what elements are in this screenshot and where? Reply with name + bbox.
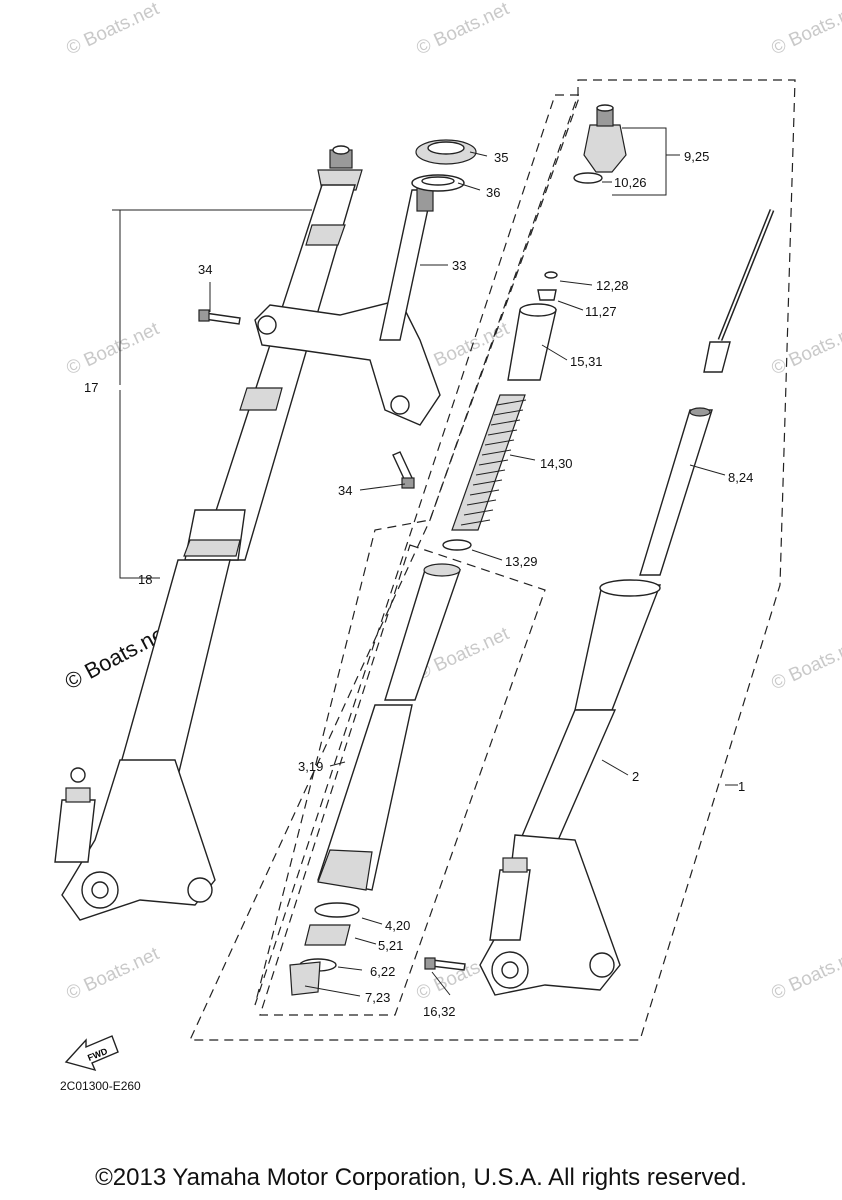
inner-tube-upper bbox=[574, 584, 662, 711]
watermark: © Boats.net bbox=[63, 0, 163, 60]
watermark: © Boats.net bbox=[768, 633, 842, 694]
copyright-notice: ©2013 Yamaha Motor Corporation, U.S.A. A… bbox=[95, 1164, 747, 1191]
part-labels: 1 2 3,19 4,20 5,21 6,22 7,23 8,24 9,25 1… bbox=[84, 149, 753, 1019]
callout-36: 36 bbox=[486, 185, 500, 200]
callout-8-24: 8,24 bbox=[728, 470, 753, 485]
callout-1: 1 bbox=[738, 779, 745, 794]
callout-9-25: 9,25 bbox=[684, 149, 709, 164]
outer-tube-parts bbox=[289, 563, 461, 996]
callout-12-28: 12,28 bbox=[596, 278, 629, 293]
callout-13-29: 13,29 bbox=[505, 554, 538, 569]
callout-10-26: 10,26 bbox=[614, 175, 647, 190]
cap-bolt bbox=[583, 124, 627, 173]
callout-17: 17 bbox=[84, 380, 98, 395]
outline-inner-parts bbox=[254, 94, 581, 1006]
damper-rod bbox=[639, 209, 775, 576]
callout-11-27: 11,27 bbox=[585, 304, 617, 319]
watermark: © Boats.net bbox=[768, 0, 842, 60]
callout-14-30: 14,30 bbox=[540, 456, 573, 471]
callout-15-31: 15,31 bbox=[570, 354, 603, 369]
left-outer-tube bbox=[199, 184, 356, 561]
o-ring bbox=[573, 172, 603, 184]
outline-outer-tube-group bbox=[259, 544, 546, 1016]
watermark: © Boats.net bbox=[63, 318, 163, 379]
watermark: © Boats.net bbox=[768, 943, 842, 1004]
callout-34-upper: 34 bbox=[198, 262, 212, 277]
callout-6-22: 6,22 bbox=[370, 964, 395, 979]
callout-35: 35 bbox=[494, 150, 508, 165]
fork-spring bbox=[451, 394, 526, 531]
outer-tube-lower bbox=[317, 704, 413, 891]
callout-7-23: 7,23 bbox=[365, 990, 390, 1005]
spacer-collar bbox=[507, 309, 557, 381]
callout-5-21: 5,21 bbox=[378, 938, 403, 953]
fwd-arrow-icon: FWD bbox=[64, 1035, 119, 1072]
seal-5-21 bbox=[304, 924, 351, 946]
callout-34-lower: 34 bbox=[338, 483, 352, 498]
damper-cartridge bbox=[639, 409, 713, 576]
callout-2: 2 bbox=[632, 769, 639, 784]
callout-3-19: 3,19 bbox=[298, 759, 323, 774]
fork-assembly-left bbox=[54, 145, 363, 921]
callout-33: 33 bbox=[452, 258, 466, 273]
inner-parts bbox=[442, 104, 627, 551]
diagram-code: 2C01300-E260 bbox=[60, 1079, 141, 1093]
watermark: © Boats.net bbox=[413, 0, 513, 60]
nut bbox=[544, 271, 558, 279]
watermark: © Boats.net bbox=[63, 943, 163, 1004]
spacer-washer bbox=[537, 289, 557, 301]
leader-lines bbox=[112, 127, 738, 997]
watermark: © Boats.net bbox=[768, 318, 842, 379]
under-bracket bbox=[198, 139, 477, 489]
seal-4-20 bbox=[314, 902, 360, 918]
dust-seal-7-23 bbox=[289, 961, 321, 996]
bolt-16-32 bbox=[430, 959, 466, 971]
left-damper-adjuster bbox=[54, 799, 96, 863]
outline-assembly-1 bbox=[189, 79, 796, 1041]
callout-18: 18 bbox=[138, 572, 152, 587]
callout-16-32: 16,32 bbox=[423, 1004, 456, 1019]
spring-seat bbox=[442, 539, 472, 551]
group-outlines bbox=[189, 79, 796, 1041]
callout-4-20: 4,20 bbox=[385, 918, 410, 933]
inner-tube-assembly bbox=[424, 579, 662, 996]
